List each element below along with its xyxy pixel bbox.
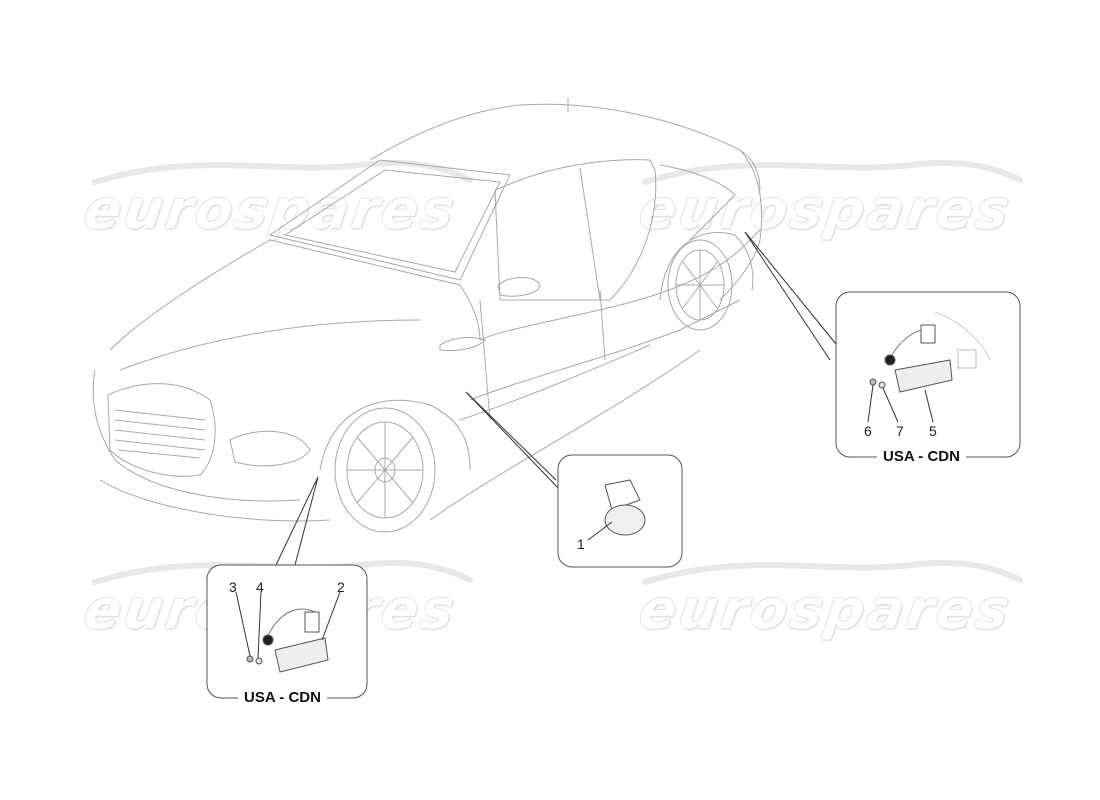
car-outline xyxy=(92,98,763,533)
callout-number: 1 xyxy=(577,536,585,552)
callout-number: 4 xyxy=(256,579,264,595)
callout-number: 3 xyxy=(229,579,237,595)
callout-number: 5 xyxy=(929,423,937,439)
rear-side-marker-lamp-icon xyxy=(869,311,991,393)
leader-lines xyxy=(275,231,837,566)
region-label: USA - CDN xyxy=(877,448,966,465)
callout-number: 6 xyxy=(864,423,872,439)
callout-number: 7 xyxy=(896,423,904,439)
side-repeater-lamp-icon xyxy=(604,479,646,536)
callout-number: 2 xyxy=(337,579,345,595)
region-label: USA - CDN xyxy=(238,689,327,706)
front-side-marker-lamp-icon xyxy=(246,608,329,673)
